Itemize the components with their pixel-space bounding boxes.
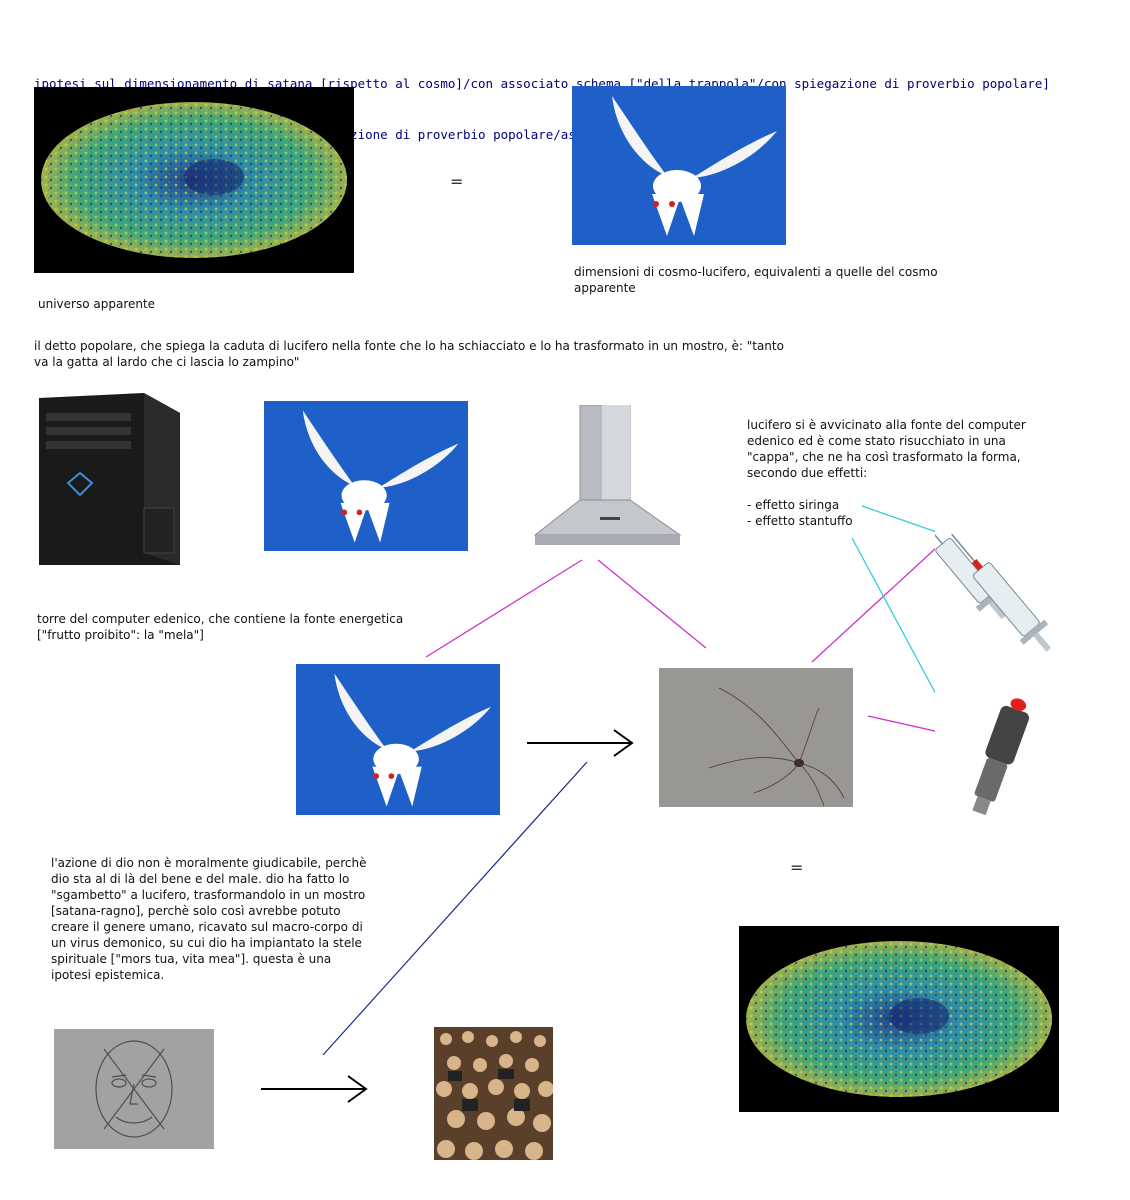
computer-tower-image xyxy=(34,393,180,565)
caption-universe: universo apparente xyxy=(38,297,156,311)
caption-cosmo-lucifero: dimensioni di cosmo-lucifero, equivalent… xyxy=(574,265,938,295)
crowd-image xyxy=(434,1027,553,1160)
cmb-universe-map-image-bottom xyxy=(739,926,1059,1112)
face-sketch-image xyxy=(54,1029,214,1149)
arrow-face-to-crowd xyxy=(261,1075,368,1103)
magenta-line-hood-to-spider xyxy=(597,559,707,649)
effects-list: - effetto siringa - effetto stantuffo xyxy=(747,497,853,529)
magenta-line-hood-to-dove xyxy=(425,559,583,658)
effect-siringa: - effetto siringa xyxy=(747,498,840,512)
range-hood-image xyxy=(530,405,684,550)
caption-dio: l'azione di dio non è moralmente giudica… xyxy=(51,856,367,982)
white-dove-image-top xyxy=(572,86,786,245)
white-dove-image-middle xyxy=(264,401,468,551)
equals-sign-bottom: = xyxy=(790,858,804,877)
arrow-dove-to-spider xyxy=(527,729,634,757)
spider-image xyxy=(659,668,853,807)
piston-plunger-image xyxy=(935,690,1060,825)
cmb-universe-map-image xyxy=(34,87,354,273)
magenta-line-spider-to-syringe xyxy=(811,536,949,663)
effect-stantuffo: - effetto stantuffo xyxy=(747,514,853,528)
equals-sign-top: = xyxy=(450,172,464,191)
caption-tower: torre del computer edenico, che contiene… xyxy=(37,612,404,642)
syringes-image xyxy=(935,505,1060,665)
white-dove-image-bottom xyxy=(296,664,500,815)
caption-proverb: il detto popolare, che spiega la caduta … xyxy=(34,339,784,369)
caption-lucifero-cappa: lucifero si è avvicinato alla fonte del … xyxy=(747,418,1026,480)
